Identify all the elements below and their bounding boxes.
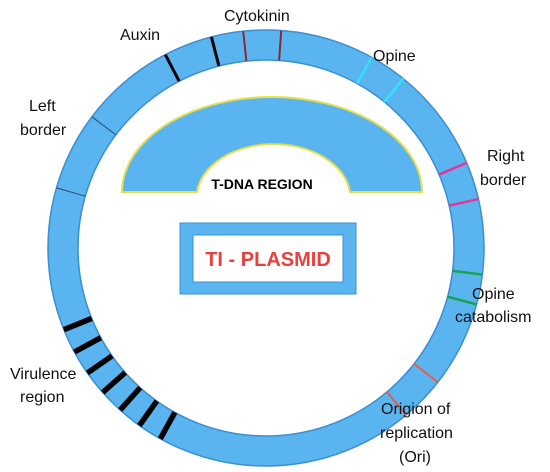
ori-marker-1 — [413, 362, 439, 384]
label-virulence-line2: region — [20, 389, 64, 406]
label-virulence-line1: Virulence — [10, 366, 77, 383]
virulence-marker-6 — [137, 399, 160, 428]
auxin-marker-2 — [209, 36, 221, 67]
opine-marker-1 — [356, 56, 373, 85]
tdna-region-arch — [120, 96, 424, 193]
ori-marker-2 — [386, 391, 407, 416]
opine-catabolism-marker-1 — [452, 269, 483, 276]
virulence-marker-4 — [100, 370, 128, 395]
label-ori-line1: Origion of — [381, 401, 451, 418]
virulence-marker-7 — [157, 411, 178, 441]
label-opine-catabolism-line2: catabolism — [455, 309, 531, 326]
cytokinin-marker-1 — [242, 31, 248, 62]
gene-markers — [56, 30, 483, 441]
label-cytokinin: Cytokinin — [224, 8, 290, 25]
right-border-marker-1 — [438, 161, 468, 176]
virulence-marker-2 — [73, 335, 103, 355]
cytokinin-marker-2 — [278, 30, 283, 61]
ti-plasmid-label: TI - PLASMID — [205, 249, 331, 271]
label-right-border-line1: Right — [487, 148, 525, 165]
label-opine-catabolism-line1: Opine — [472, 286, 515, 303]
left-border-marker-2 — [56, 187, 86, 197]
label-right-border-line2: border — [480, 172, 527, 189]
ti-plasmid-box: TI - PLASMID — [179, 222, 357, 295]
virulence-marker-5 — [118, 385, 143, 412]
virulence-marker-1 — [62, 315, 93, 333]
right-border-marker-2 — [448, 197, 479, 207]
label-ori-line3: (Ori) — [399, 449, 431, 466]
virulence-marker-3 — [85, 353, 114, 376]
tdna-region-label: T-DNA REGION — [211, 176, 312, 192]
label-ori-line2: replication — [380, 425, 453, 442]
label-opine: Opine — [373, 48, 416, 65]
auxin-marker-1 — [164, 53, 181, 82]
label-left-border-line1: Left — [29, 98, 56, 115]
label-auxin: Auxin — [120, 27, 160, 44]
opine-catabolism-marker-2 — [447, 295, 477, 306]
left-border-marker-1 — [91, 116, 117, 136]
label-left-border-line2: border — [20, 122, 67, 139]
opine-marker-2 — [383, 77, 405, 103]
